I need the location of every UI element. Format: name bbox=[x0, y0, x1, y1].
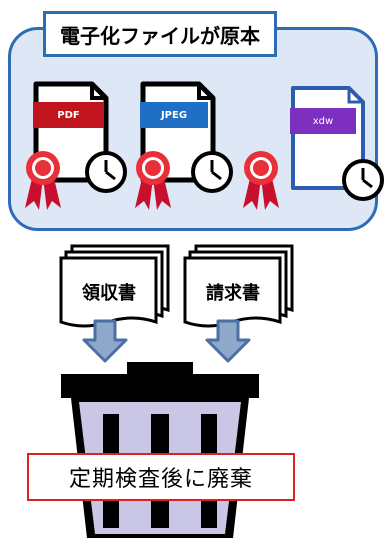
down-arrow-icon bbox=[205, 319, 251, 363]
timestamp-clock-icon bbox=[342, 159, 384, 201]
timestamp-clock-icon bbox=[85, 151, 127, 193]
invoice-label: 請求書 bbox=[206, 283, 260, 304]
trash-can-icon bbox=[61, 362, 259, 538]
timestamp-clock-icon bbox=[191, 151, 233, 193]
receipt-label: 領収書 bbox=[82, 283, 136, 304]
xdw-file-tag: xdw bbox=[290, 108, 356, 134]
panel-title: 電子化ファイルが原本 bbox=[43, 11, 277, 57]
jpeg-file-tag: JPEG bbox=[140, 102, 208, 128]
invoice-paper-stack-icon bbox=[183, 244, 294, 328]
certificate-ribbon-icon bbox=[25, 151, 61, 210]
receipt-paper-stack-icon bbox=[59, 244, 170, 328]
certificate-ribbon-icon bbox=[243, 151, 279, 210]
pdf-file-tag: PDF bbox=[33, 102, 104, 128]
certificate-ribbon-icon bbox=[135, 151, 171, 210]
down-arrow-icon bbox=[82, 319, 128, 363]
disposal-note: 定期検査後に廃棄 bbox=[27, 453, 295, 501]
